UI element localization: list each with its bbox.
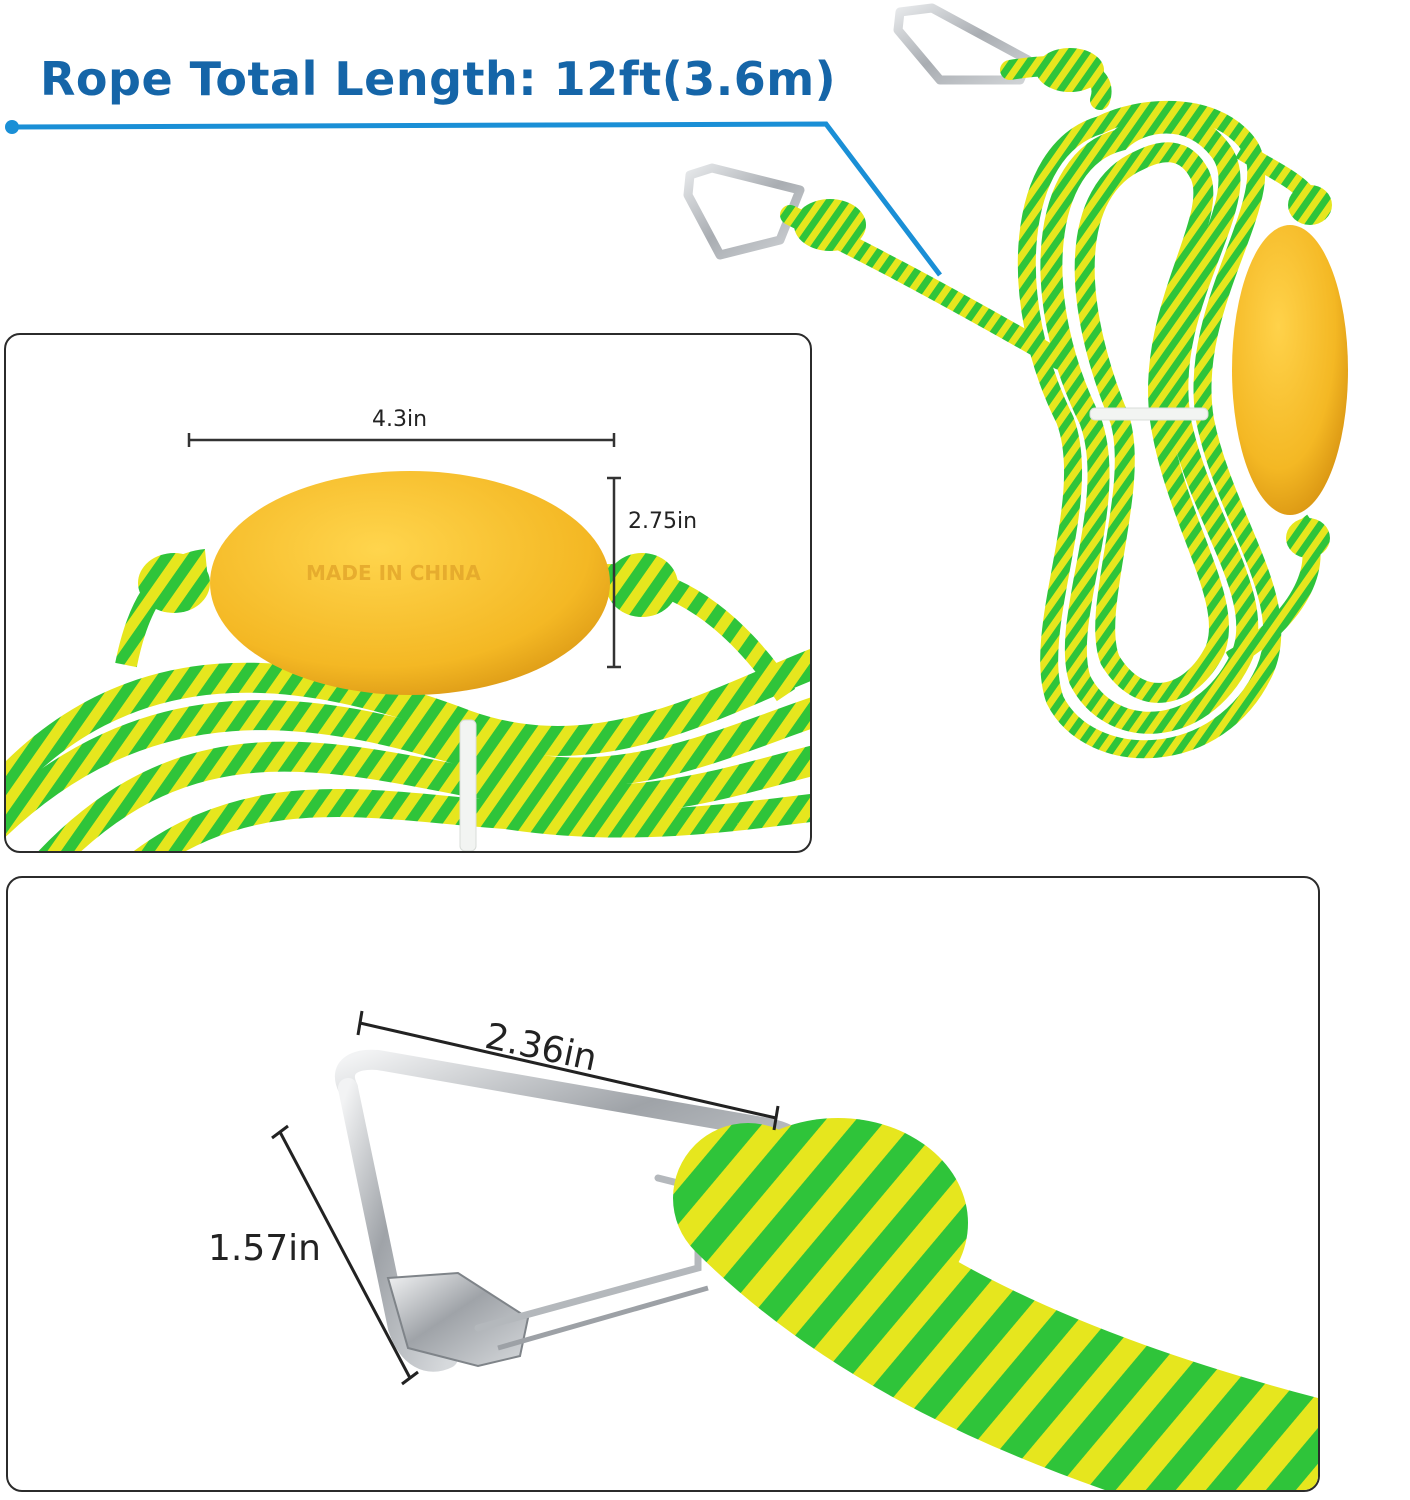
carabiner-dimension-panel: 2.36in 1.57in — [6, 876, 1320, 1492]
rope-length-headline: Rope Total Length: 12ft(3.6m) — [40, 52, 837, 106]
carabiner-closeup — [271, 1010, 1318, 1490]
float-embossed-text: MADE IN CHINA — [306, 561, 481, 585]
callout-line — [5, 120, 942, 277]
float-closeup: MADE IN CHINA — [6, 433, 810, 851]
carabiner-width-label: 1.57in — [208, 1228, 321, 1269]
float-width-label: 4.3in — [372, 407, 428, 432]
float-dimension-panel: MADE IN CHINA 4.3in 2.75in — [4, 333, 812, 853]
float-height-label: 2.75in — [628, 509, 698, 534]
coiled-rope-assembly — [683, 3, 1348, 759]
